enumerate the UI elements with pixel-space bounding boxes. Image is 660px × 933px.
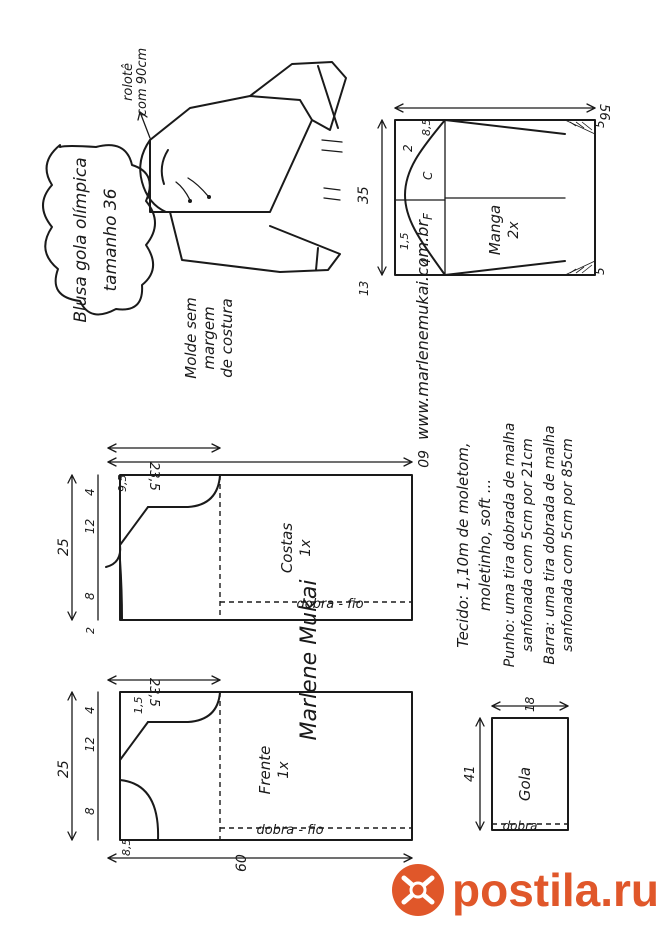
sleeve-cap-mark: 2	[401, 144, 415, 152]
watermark-text: postila.ru	[452, 864, 659, 916]
note-line-5: Barra: uma tira dobrada de malha	[542, 425, 558, 664]
sleeve-count: 2x	[506, 221, 522, 239]
sleeve-width: 56	[596, 104, 611, 121]
front-height: 25	[56, 760, 72, 778]
note-line-2: moletinho, soft ...	[476, 479, 494, 611]
back-count: 1x	[298, 539, 314, 557]
sketch-note-line1: rolotê	[121, 63, 136, 101]
sleeve-edge-bottom: 5	[593, 267, 607, 275]
back-height: 25	[56, 538, 72, 556]
sleeve-mark-f: F	[421, 212, 435, 220]
front-shoulder: 23,5	[146, 678, 161, 707]
front-curve: 1,5	[132, 697, 145, 715]
note-line-3: Punho: uma tira dobrada de malha	[502, 423, 518, 668]
note-line-1: Tecido: 1,10m de moletom,	[454, 442, 472, 647]
title-line1: Blusa gola olímpica	[71, 157, 91, 322]
signature: Marlene Mukai	[297, 580, 322, 741]
title-line2: tamanho 36	[101, 188, 121, 291]
sleeve-piece: 56 35 13 8,5 2 1,5 4 C F 5 5 Manga 2x	[356, 103, 611, 296]
front-fold: dobra - fio	[256, 823, 323, 838]
molde-line1: Molde sem	[182, 297, 200, 378]
molde-line3: de costura	[218, 298, 236, 378]
front-count: 1x	[276, 761, 292, 779]
back-piece: 60 23,5 25 4 12 8 2 9,5 Costas 1x dobra …	[56, 443, 430, 634]
front-neck-drop: 4	[83, 706, 97, 714]
molde-line2: margem	[200, 306, 218, 369]
sleeve-edge-top: 5	[593, 120, 607, 128]
collar-piece: 41 18 Gola dobra	[463, 696, 569, 833]
sleeve-cap-low: 4	[419, 258, 433, 266]
collar-height: 18	[523, 696, 537, 712]
back-neck-drop: 4	[83, 488, 97, 496]
website: www.marlenemukai.com.br	[413, 219, 432, 440]
back-width: 60	[414, 450, 430, 468]
front-piece: 23,5 60 25 4 12 8 8,5 1,5 Frente 1x dobr…	[56, 675, 413, 872]
sleeve-cap-top: 8,5	[420, 119, 433, 137]
website-text: www.marlenemukai.com.br	[413, 219, 432, 440]
front-label: Frente	[256, 746, 274, 795]
back-curve: 9,5	[116, 475, 129, 493]
note-line-6: sanfonada com 5cm por 85cm	[560, 438, 576, 651]
sketch-note: rolotê com 90cm	[121, 48, 150, 116]
sleeve-bottom: 13	[357, 281, 371, 296]
title-cloud: Blusa gola olímpica tamanho 36	[42, 144, 156, 323]
back-shoulder: 23,5	[146, 462, 161, 491]
sweater-sketch	[137, 61, 347, 273]
watermark: postila.ru	[392, 864, 659, 916]
sleeve-mark-c: C	[421, 171, 435, 180]
back-label: Costas	[278, 523, 296, 574]
collar-fold: dobra	[503, 819, 538, 833]
back-side: 8	[83, 592, 97, 600]
collar-label: Gola	[516, 767, 534, 801]
front-side: 8	[83, 807, 97, 815]
notes-block: Tecido: 1,10m de moletom, moletinho, sof…	[454, 423, 576, 668]
sleeve-label: Manga	[486, 205, 504, 255]
molde-note: Molde sem margem de costura	[182, 297, 236, 378]
back-bottom: 2	[84, 627, 97, 634]
sketch-note-line2: com 90cm	[135, 48, 150, 116]
signature-text: Marlene Mukai	[297, 580, 322, 741]
collar-width: 41	[463, 765, 478, 782]
back-fold: dobra - fio	[296, 597, 363, 612]
front-neck-width: 8,5	[120, 839, 133, 857]
sleeve-cap-curve	[404, 119, 446, 276]
front-width: 60	[234, 854, 250, 872]
sleeve-cap-bottom: 1,5	[398, 233, 411, 251]
sleeve-height: 35	[356, 186, 372, 204]
back-armhole-depth: 12	[83, 519, 97, 534]
front-armhole-depth: 12	[83, 737, 97, 752]
note-line-4: sanfonada com 5cm por 21cm	[520, 438, 536, 651]
